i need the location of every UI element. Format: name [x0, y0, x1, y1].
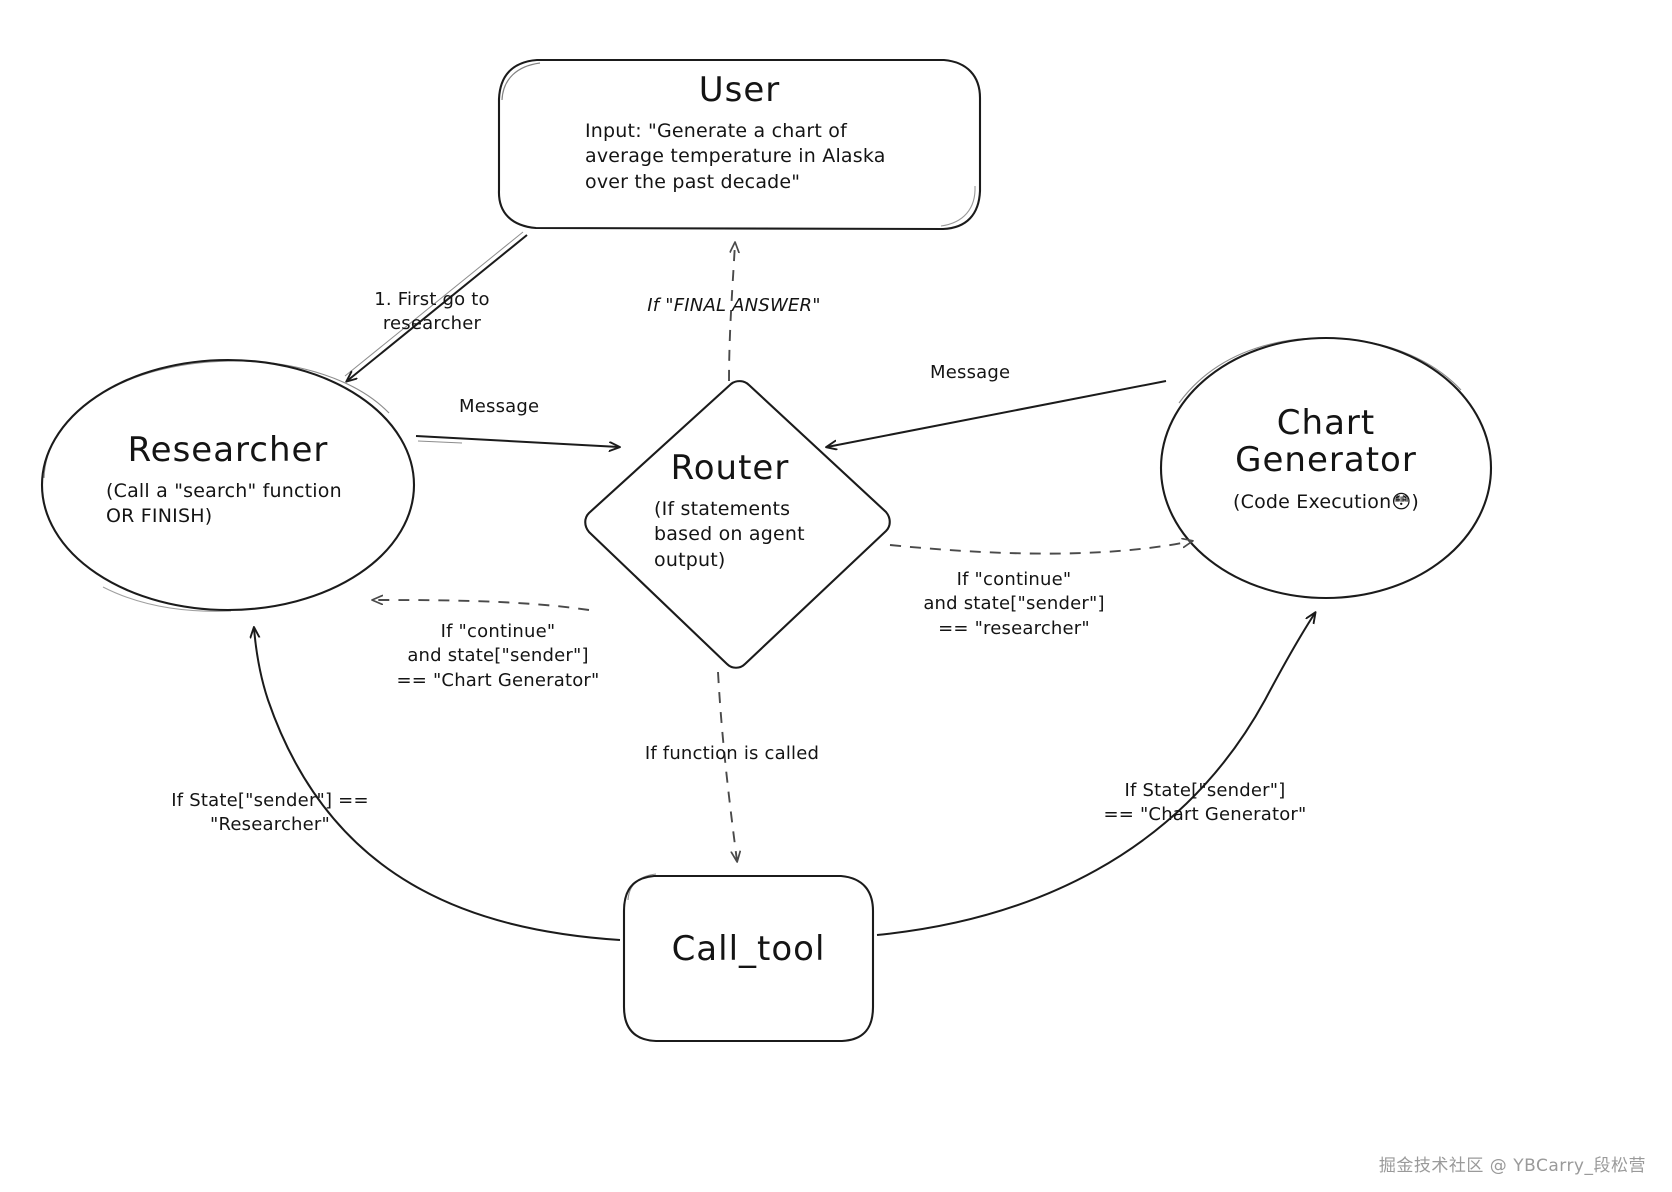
edge-label-router-to-calltool: If function is called	[644, 743, 820, 764]
edge-calltool-to-researcher	[254, 628, 621, 941]
watermark: 掘金技术社区 @ YBCarry_段松营	[1378, 1156, 1646, 1176]
edge-router-to-calltool	[717, 671, 737, 861]
edge-researcher-to-router	[415, 435, 619, 447]
node-user-shape[interactable]	[497, 58, 982, 231]
edge-calltool-to-chartgen	[876, 613, 1315, 936]
node-router-shape[interactable]	[584, 380, 891, 669]
edge-router-to-chartgen	[889, 541, 1192, 555]
edge-label-user-to-researcher: 1. First go to researcher	[374, 289, 490, 335]
edge-label-router-to-chartgen: If "continue" and state["sender"] == "re…	[923, 569, 1105, 639]
edge-label-calltool-to-chartgen: If State["sender"] == "Chart Generator"	[1103, 780, 1307, 826]
node-chart-generator-shape[interactable]	[1159, 336, 1493, 600]
edge-router-to-user	[728, 243, 735, 382]
edge-label-chartgen-to-router: Message	[930, 362, 1011, 383]
node-call-tool-shape[interactable]	[622, 873, 875, 1043]
edge-user-to-researcher	[344, 231, 528, 381]
edge-label-researcher-to-router: Message	[459, 396, 540, 417]
edge-label-calltool-to-researcher: If State["sender"] == "Researcher"	[171, 790, 369, 836]
node-researcher-shape[interactable]	[40, 358, 416, 612]
edge-chartgen-to-router	[827, 380, 1167, 447]
edge-label-router-to-user: If "FINAL ANSWER"	[647, 295, 821, 316]
edge-label-router-to-researcher: If "continue" and state["sender"] == "Ch…	[396, 621, 600, 691]
edge-router-to-researcher	[373, 600, 590, 611]
